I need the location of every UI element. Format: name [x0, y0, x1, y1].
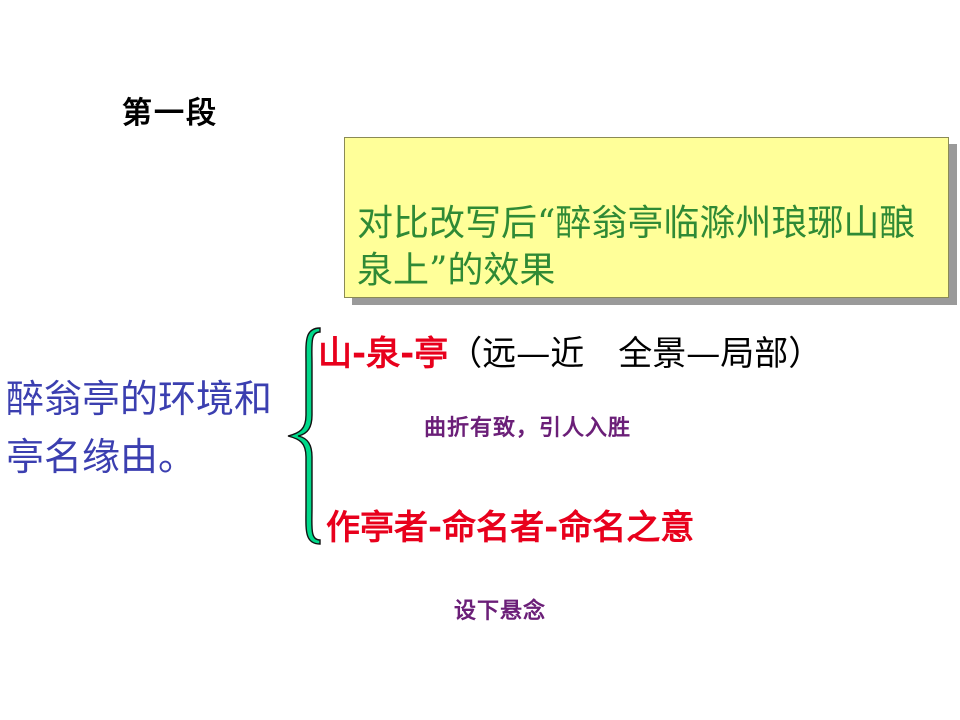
section-title: 第一段 — [122, 96, 218, 131]
callout-box: 对比改写后“醉翁亭临滁州琅琊山酿泉上”的效果 — [344, 137, 949, 298]
structure-note: （远—近 全景—局部） — [448, 334, 823, 374]
callout-text: 对比改写后“醉翁亭临滁州琅琊山酿泉上”的效果 — [357, 203, 916, 291]
naming-sequence: 作亭者-命名者-命名之意 — [326, 508, 695, 548]
left-heading: 醉翁亭的环境和亭名缘由。 — [6, 377, 273, 479]
note-suspense: 设下悬念 — [454, 599, 547, 624]
structure-sequence: 山-泉-亭 — [318, 334, 449, 374]
structure-line: 山-泉-亭（远—近 全景—局部） — [318, 330, 822, 378]
note-winding: 曲折有致，引人入胜 — [424, 416, 632, 441]
curly-brace-icon — [287, 327, 321, 545]
